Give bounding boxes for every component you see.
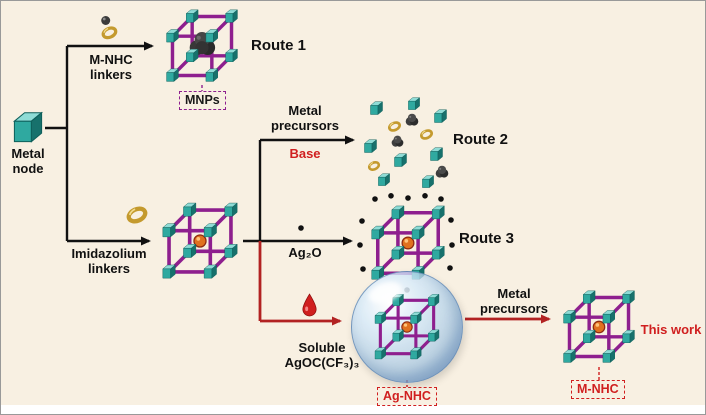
soluble-label: Soluble <box>298 340 346 355</box>
mnhc-linkers-label: M-NHC linkers <box>89 52 133 82</box>
this-work-label: This work <box>640 322 702 337</box>
metal-node-label: Metal node <box>11 146 45 176</box>
imidazolium-framework <box>157 198 243 284</box>
agoc-cf3-label: AgOC(CF₃)₃ <box>284 355 360 370</box>
black-arrows <box>45 41 355 246</box>
m-nhc-tag: M-NHC <box>571 380 625 399</box>
red-arrows <box>258 241 551 326</box>
imidazolium-linker-icon <box>125 203 149 227</box>
route3-framework-with-dots <box>357 193 455 293</box>
branch-trunk-lines <box>45 46 262 243</box>
ag2o-dots <box>357 193 455 293</box>
route2-dispersed-products <box>364 97 449 188</box>
ag-nhc-tag: Ag-NHC <box>377 387 437 406</box>
metal-node-icon <box>13 112 43 143</box>
silver-oxide-dot-icon <box>298 225 304 231</box>
m-nhc-framework <box>558 286 640 368</box>
route3-framework <box>372 206 445 279</box>
route2-label: Route 2 <box>453 131 509 148</box>
droplet-icon <box>302 293 317 317</box>
route1-label: Route 1 <box>251 37 307 54</box>
metal-precursors-bottom-label: Metal precursors <box>480 286 548 316</box>
metal-precursors-top-label: Metal precursors <box>271 103 339 133</box>
ag2o-label: Ag₂O <box>288 245 322 260</box>
route3-label: Route 3 <box>459 230 515 247</box>
imidazolium-linkers-label: Imidazolium linkers <box>71 246 147 276</box>
mnhc-linker-icon <box>100 16 119 42</box>
base-label: Base <box>289 146 321 161</box>
mnp-framework <box>161 5 243 87</box>
solution-bubble <box>351 271 463 383</box>
mnps-tag: MNPs <box>179 91 226 110</box>
